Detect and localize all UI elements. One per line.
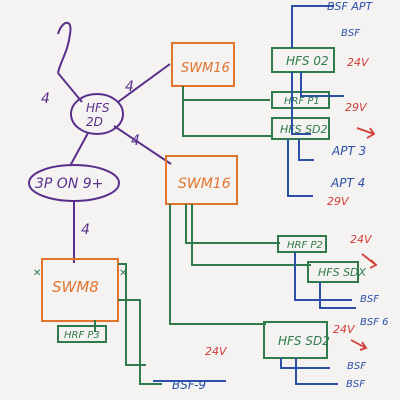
x-mark-right: ✕ — [119, 268, 127, 279]
voltage-note-1: 24V — [347, 56, 370, 69]
hfs-p2-box — [277, 235, 327, 253]
bsf-bottom-3: BSF — [346, 379, 365, 390]
hfs-p1-top-label: HRF P1 — [284, 96, 320, 107]
x-mark-left: ✕ — [33, 268, 41, 279]
voltage-note-3: 29V — [327, 195, 350, 208]
swm16-mid-label: SWM16 — [178, 176, 231, 192]
bsf-apt-top: BSF APT — [327, 0, 374, 13]
bsf-top-right: BSF — [341, 28, 360, 39]
blue-network — [153, 5, 356, 385]
hfs-sd2-box — [271, 117, 330, 140]
bsf-bottom-1: BSF — [360, 294, 379, 305]
hfs-p3-label: HRF P3 — [64, 330, 100, 341]
hfs-02-box — [271, 47, 335, 73]
purple-network — [28, 21, 172, 263]
swm16-mid-box — [165, 155, 238, 205]
voltage-note-6: 24V — [205, 345, 228, 358]
hfs-p3-box — [57, 325, 107, 343]
bsf-bottom-2: BSF — [347, 361, 366, 372]
hfs-p2-label: HRF P2 — [287, 240, 323, 251]
link-label-4-c: 4 — [131, 133, 140, 149]
bsf-apt-4: APT 4 — [330, 176, 365, 190]
voltage-notes: 24V 29V 29V 24V 24V 24V — [205, 56, 373, 358]
link-label-4-d: 4 — [81, 222, 90, 238]
voltage-note-2: 29V — [345, 101, 368, 114]
hfs-02-label: HFS 02 — [286, 54, 329, 68]
hfs-sdx-label: HFS SDX — [318, 266, 367, 279]
voltage-note-5: 24V — [333, 323, 356, 336]
hfs-sdx-box — [307, 261, 359, 283]
hfs-hub — [70, 93, 124, 135]
distribution-label: 3P ON 9+ — [35, 176, 103, 192]
swm8-label: SWM8 — [52, 278, 99, 296]
bsf-apt-3: APT 3 — [331, 144, 366, 158]
orange-boxes — [41, 42, 238, 322]
link-label-4-b: 4 — [125, 79, 134, 95]
link-label-4-a: 4 — [41, 91, 50, 107]
voltage-note-4: 24V — [350, 233, 373, 246]
bsf-bottom-6: BSF 6 — [360, 317, 389, 328]
swm16-top-box — [171, 42, 235, 87]
swm16-top-label: SWM16 — [181, 61, 230, 76]
red-arrows — [350, 127, 378, 351]
bsf-9-label: BSF-9 — [172, 378, 206, 392]
swm8-box — [41, 258, 119, 322]
hfs-sd2-bottom-label: HFS SD2 — [278, 334, 330, 348]
